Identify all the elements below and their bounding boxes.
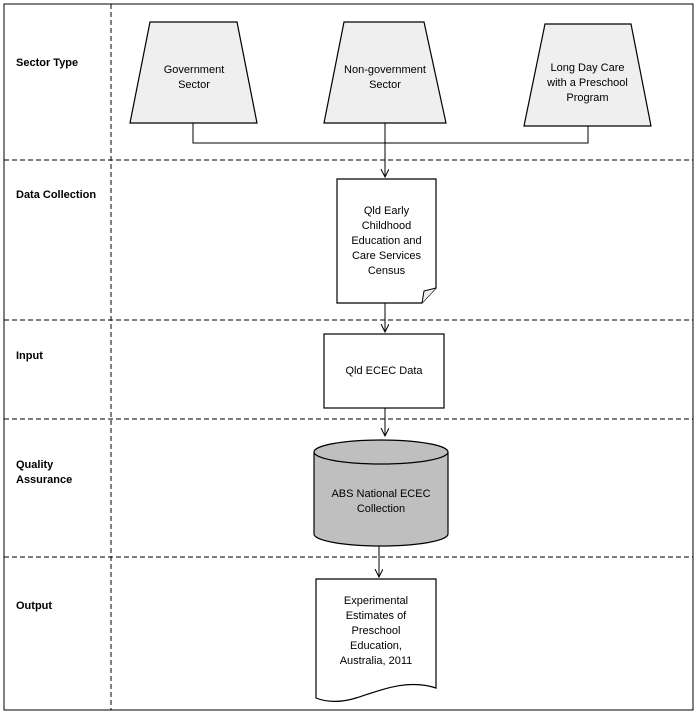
lane-label-quality-assurance: Quality Assurance xyxy=(16,459,73,486)
government-sector-shape xyxy=(129,21,258,124)
ecec-data-shape xyxy=(323,333,445,409)
lane-label-output: Output xyxy=(16,600,53,612)
long-day-care-label: Long Day Care with a Preschool Program xyxy=(547,61,628,104)
database-cylinder-top xyxy=(313,439,449,465)
outer-frame xyxy=(3,3,694,711)
ecec-data-label: Qld ECEC Data xyxy=(345,364,423,377)
output-document-shape xyxy=(315,578,437,702)
database-cylinder-body xyxy=(313,452,449,547)
lane-label-sector-type: Sector Type xyxy=(16,57,79,69)
output-label: Experimental Estimates of Preschool Educ… xyxy=(339,594,413,667)
sector-merge-connector xyxy=(192,123,589,144)
government-sector-label: Government Sector xyxy=(163,64,225,91)
national-collection-label: ABS National ECEC Collection xyxy=(331,488,431,515)
document-fold-corner xyxy=(421,287,437,304)
non-government-sector-shape xyxy=(323,21,447,124)
non-government-sector-label: Non-government Sector xyxy=(344,64,426,91)
lane-label-input: Input xyxy=(16,350,43,362)
census-label: Qld Early Childhood Education and Care S… xyxy=(351,204,422,277)
long-day-care-shape xyxy=(523,23,652,127)
lane-label-data-collection: Data Collection xyxy=(16,189,97,201)
